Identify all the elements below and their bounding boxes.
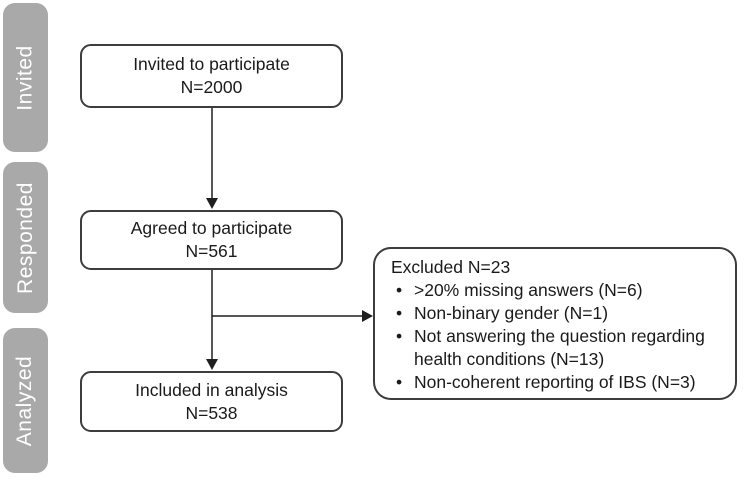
stage-label-responded: Responded (13, 181, 37, 294)
node-invited-label: Invited to participate (133, 54, 290, 74)
arrowhead-agreed (206, 198, 218, 209)
node-agreed-to-participate: Agreed to participate N=561 (80, 210, 343, 270)
excluded-reason: Non-coherent reporting of IBS (N=3) (391, 371, 723, 394)
stage-pill-invited: Invited (3, 3, 48, 152)
node-excluded: Excluded N=23 >20% missing answers (N=6)… (373, 247, 737, 400)
stage-pill-responded: Responded (3, 162, 48, 313)
excluded-reason: Not answering the question regarding hea… (391, 325, 723, 371)
node-included-in-analysis: Included in analysis N=538 (80, 371, 343, 432)
stage-pill-analyzed: Analyzed (3, 328, 48, 473)
node-agreed-count: N=561 (185, 241, 238, 261)
stage-label-invited: Invited (13, 44, 37, 111)
excluded-reason-list: >20% missing answers (N=6) Non-binary ge… (391, 279, 723, 394)
node-agreed-label: Agreed to participate (130, 218, 293, 238)
excluded-reason: >20% missing answers (N=6) (391, 279, 723, 302)
arrowhead-excluded (362, 310, 373, 322)
node-included-label: Included in analysis (135, 379, 288, 400)
excluded-reason: Non-binary gender (N=1) (391, 302, 723, 325)
arrowhead-included (206, 359, 218, 370)
node-invited-to-participate: Invited to participate N=2000 (80, 44, 343, 108)
excluded-title: Excluded N=23 (391, 257, 511, 277)
stage-label-analyzed: Analyzed (13, 355, 37, 446)
node-included-count: N=538 (185, 402, 238, 423)
node-invited-count: N=2000 (180, 77, 243, 97)
